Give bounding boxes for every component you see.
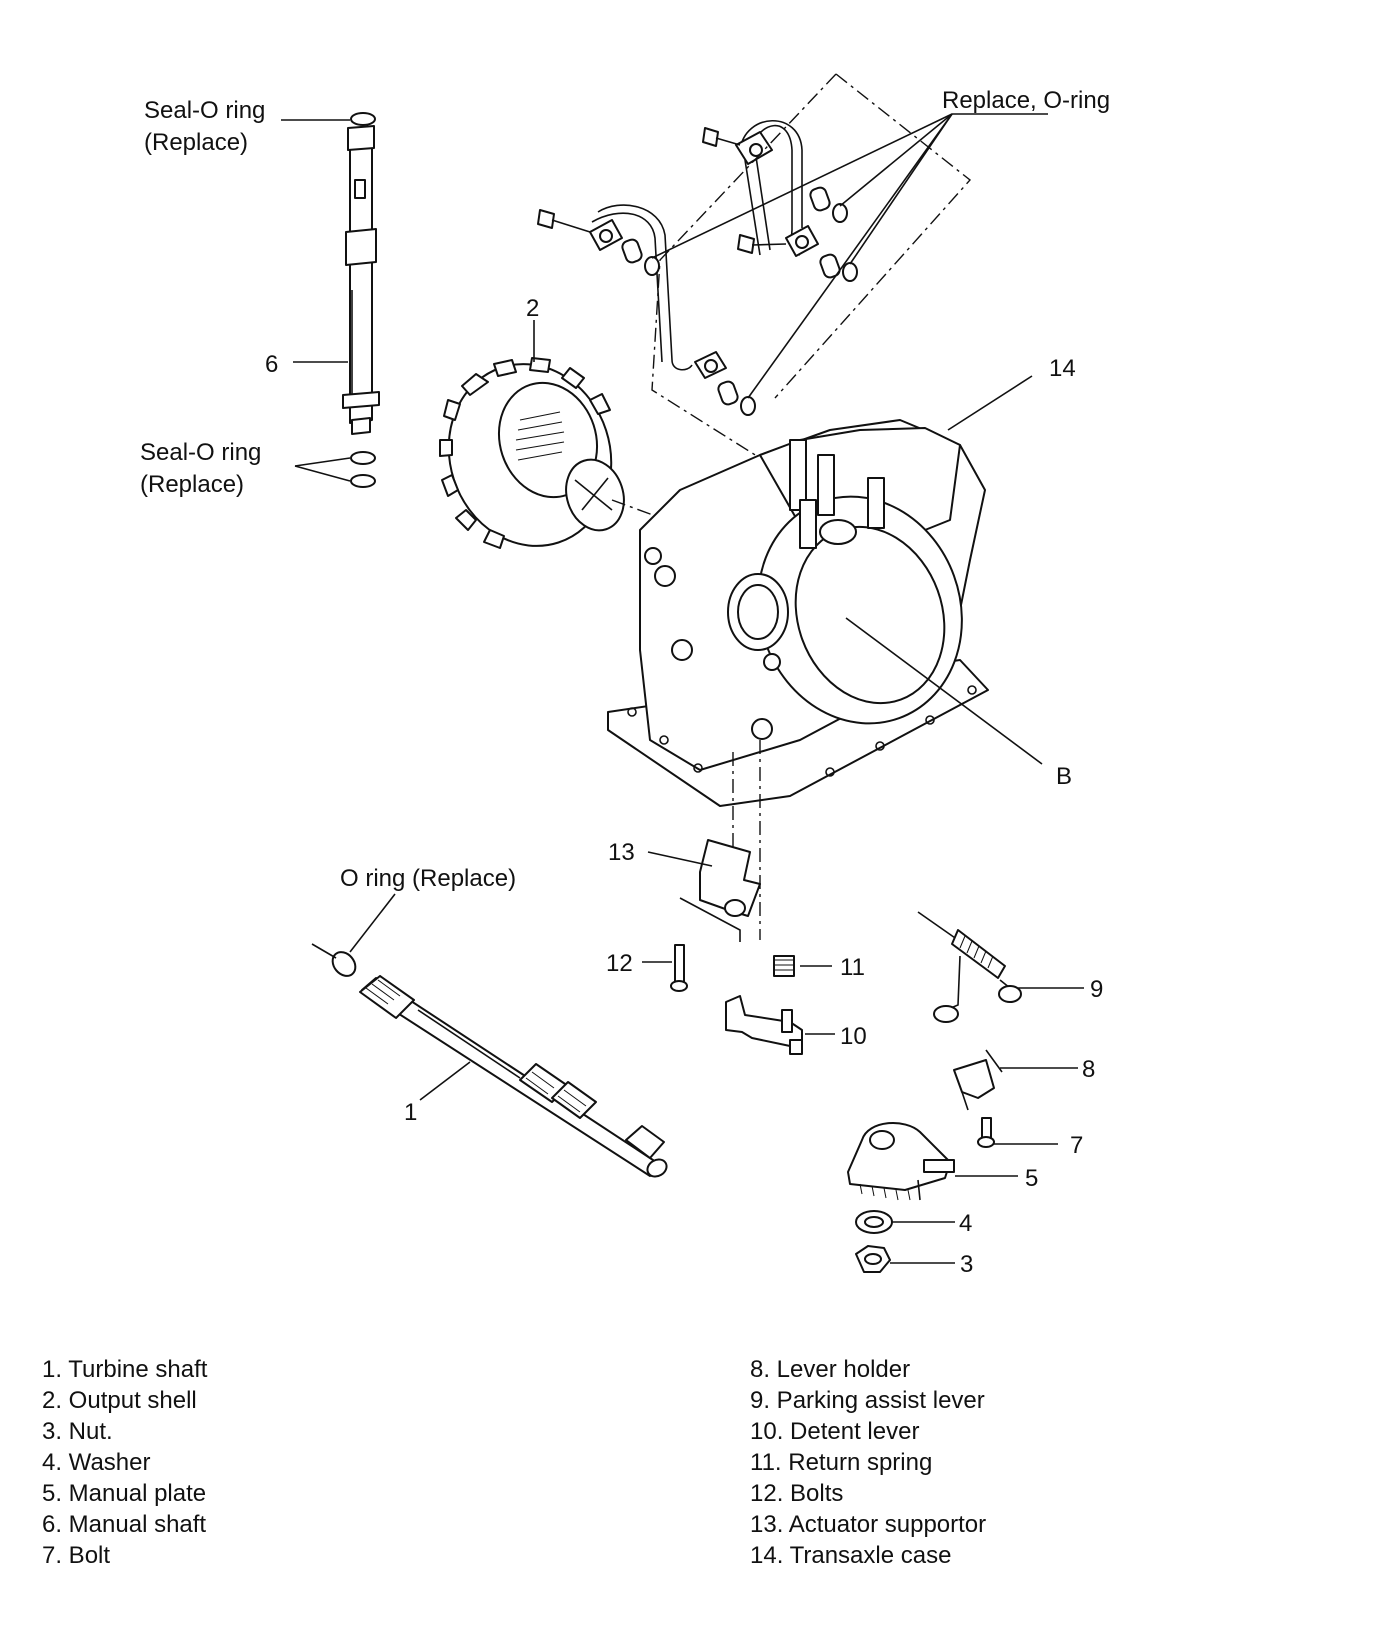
part-number-5: 5 <box>1025 1165 1038 1192</box>
washer <box>855 1210 893 1234</box>
legend-item: 13. Actuator supportor <box>750 1511 987 1538</box>
legend-item: 8. Lever holder <box>750 1356 911 1383</box>
legend-item: 1. Turbine shaft <box>42 1356 208 1383</box>
part-number-11: 11 <box>840 954 865 981</box>
manual-plate <box>847 1121 955 1201</box>
legend-item: 10. Detent lever <box>750 1418 920 1445</box>
legend-item: 7. Bolt <box>42 1542 111 1569</box>
part-number-10: 10 <box>840 1023 867 1050</box>
seal-o-ring-bottom-2 <box>350 474 376 488</box>
seal-o-ring-top <box>350 112 376 126</box>
parking-assist-lever <box>917 911 1022 1023</box>
return-spring <box>773 955 795 977</box>
legend-item: 5. Manual plate <box>42 1480 207 1507</box>
callout-replace-o-ring: Replace, O-ring <box>942 87 1110 114</box>
oil-pipe-assembly <box>537 119 858 416</box>
callout-seal-o-ring-bottom-line1: Seal-O ring <box>140 439 261 466</box>
seal-o-ring-bottom-1 <box>350 451 376 465</box>
part-number-9: 9 <box>1090 976 1103 1003</box>
actuator-supportor <box>679 839 761 942</box>
legend-item: 4. Washer <box>42 1449 151 1476</box>
output-shell <box>439 357 625 549</box>
part-number-4: 4 <box>959 1210 972 1237</box>
legend-item: 9. Parking assist lever <box>750 1387 985 1414</box>
part-number-2: 2 <box>526 295 539 322</box>
part-number-8: 8 <box>1082 1056 1095 1083</box>
part-number-13: 13 <box>608 839 635 866</box>
legend-item: 3. Nut. <box>42 1418 113 1445</box>
callout-seal-o-ring-top-line1: Seal-O ring <box>144 97 265 124</box>
legend-item: 2. Output shell <box>42 1387 197 1414</box>
bolt-7 <box>977 1117 995 1148</box>
callout-o-ring-replace: O ring (Replace) <box>340 865 516 892</box>
part-number-1: 1 <box>404 1099 417 1126</box>
parts-legend-right: 8. Lever holder 9. Parking assist lever … <box>750 1354 986 1571</box>
manual-shaft <box>342 125 380 435</box>
detent-lever <box>725 995 803 1055</box>
turbine-shaft-o-ring <box>331 951 357 977</box>
part-number-3: 3 <box>960 1251 973 1278</box>
legend-item: 12. Bolts <box>750 1480 844 1507</box>
nut <box>855 1245 891 1273</box>
transaxle-case <box>607 419 989 807</box>
legend-item: 6. Manual shaft <box>42 1511 207 1538</box>
part-number-6: 6 <box>265 351 278 378</box>
bolts-12 <box>670 944 688 992</box>
legend-item: 11. Return spring <box>750 1449 933 1476</box>
callout-seal-o-ring-bottom-line2: (Replace) <box>140 471 244 498</box>
parts-legend-left: 1. Turbine shaft 2. Output shell 3. Nut.… <box>42 1354 207 1571</box>
callout-seal-o-ring-top-line2: (Replace) <box>144 129 248 156</box>
lever-holder <box>953 1049 1003 1111</box>
part-number-14: 14 <box>1049 355 1076 382</box>
turbine-shaft <box>359 975 668 1178</box>
part-number-7: 7 <box>1070 1132 1083 1159</box>
ref-label-b: B <box>1056 763 1072 790</box>
legend-item: 14. Transaxle case <box>750 1542 952 1569</box>
part-number-12: 12 <box>606 950 633 977</box>
